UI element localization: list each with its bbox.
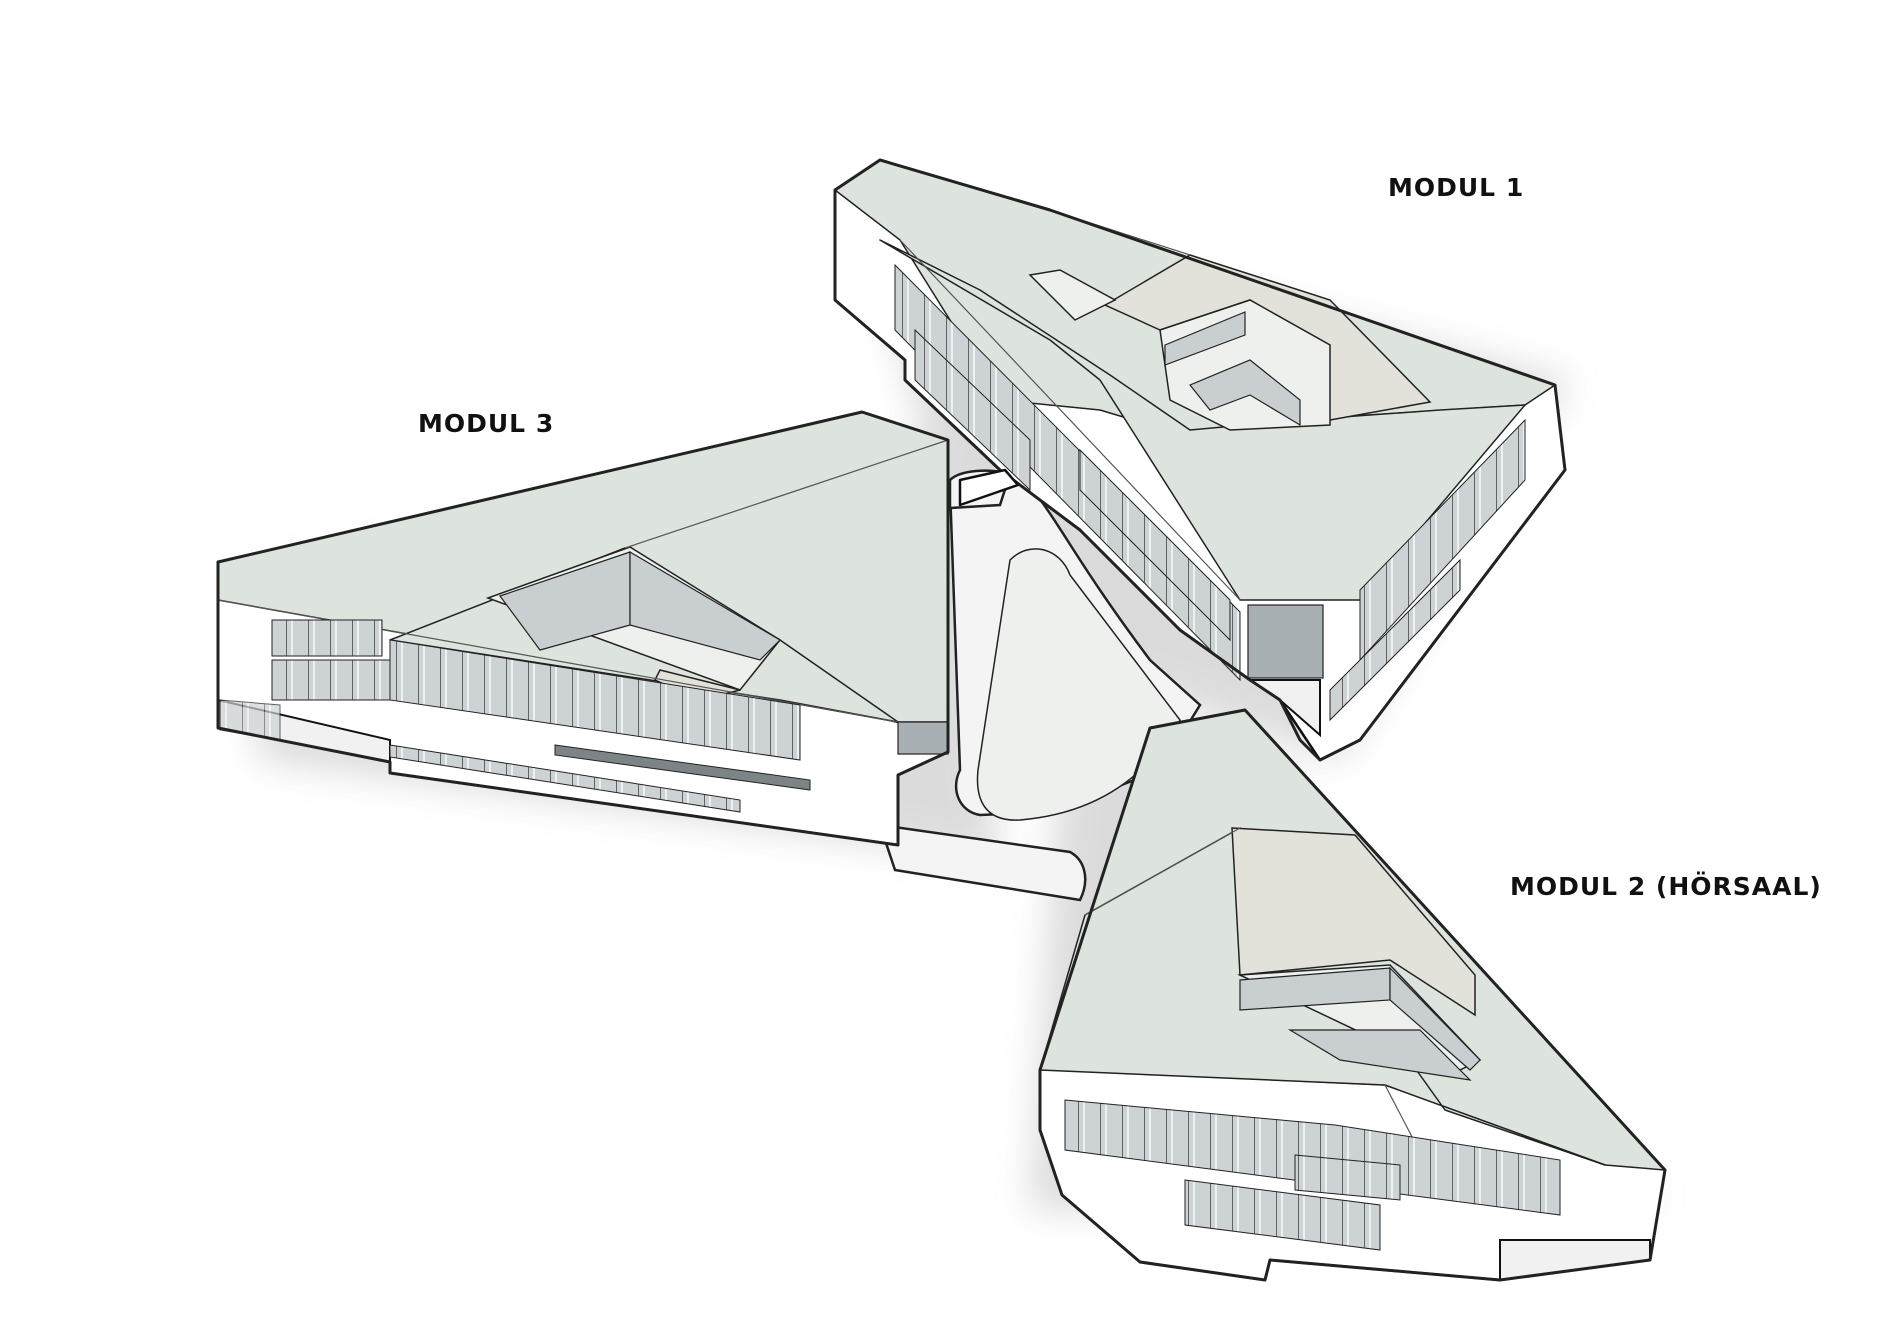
label-modul-1: MODUL 1 <box>1388 173 1525 202</box>
label-modul-2: MODUL 2 (HÖRSAAL) <box>1510 872 1822 901</box>
building-modul-2 <box>1038 708 1667 1282</box>
building-modul-1 <box>833 158 1567 762</box>
building-modul-3 <box>216 410 950 847</box>
label-modul-3: MODUL 3 <box>418 409 555 438</box>
